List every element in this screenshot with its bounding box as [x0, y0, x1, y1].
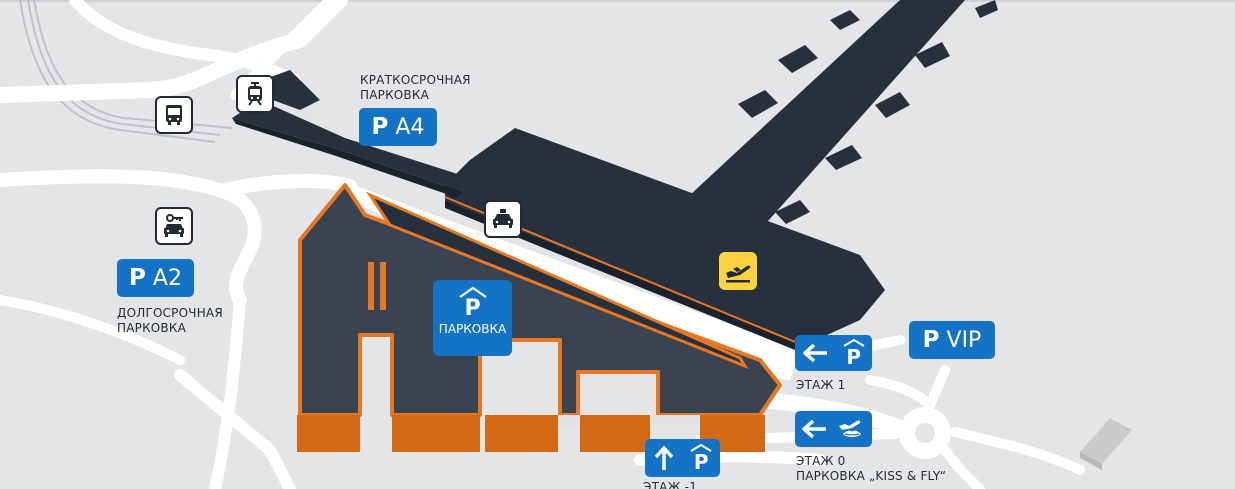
- parking-roof-icon: [458, 286, 487, 298]
- parking-vip-code: VIP: [946, 327, 982, 353]
- floor-1-label: ЭТАЖ 1: [796, 378, 846, 392]
- floor-1-parking-direction[interactable]: P: [795, 335, 872, 371]
- car-rental-marker[interactable]: [155, 207, 193, 245]
- bus-icon: [166, 105, 182, 125]
- long-term-label-1: ДОЛГОСРОЧНАЯ: [117, 306, 223, 320]
- parking-p-glyph: P: [371, 113, 389, 140]
- kiss-fly-label: ПАРКОВКА „KISS & FLY“: [796, 469, 947, 483]
- kiss-fly-icon: [839, 420, 862, 437]
- parking-roof-badge: P: [689, 444, 713, 472]
- taxi-icon: [493, 209, 513, 228]
- floor-minus1-label: ЭТАЖ -1: [643, 480, 698, 489]
- taxi-stand-marker[interactable]: [484, 200, 522, 238]
- parking-p-glyph: P: [922, 326, 940, 353]
- parking-a4-sign[interactable]: P A4: [359, 108, 437, 146]
- car-rental-icon: [164, 214, 184, 237]
- parking-p-glyph: P: [129, 264, 146, 291]
- parking-p-glyph: P: [846, 345, 862, 369]
- parking-garage-label: ПАРКОВКА: [438, 322, 507, 336]
- parking-a2-sign[interactable]: P A2: [117, 259, 194, 297]
- parking-p-glyph: P: [693, 450, 709, 474]
- departures-icon: [726, 265, 751, 283]
- parking-roof-icon: [690, 444, 712, 452]
- parking-garage-sign[interactable]: P ПАРКОВКА: [433, 280, 512, 356]
- short-term-label-1: КРАТКОСРОЧНАЯ: [360, 73, 471, 87]
- parking-p-glyph: P: [464, 296, 481, 321]
- parking-roof-icon: [843, 339, 865, 347]
- tram-stop-marker[interactable]: [236, 75, 274, 113]
- parking-a4-code: A4: [395, 114, 425, 140]
- tram-icon: [248, 82, 262, 106]
- floor-minus1-parking-direction[interactable]: P: [645, 439, 720, 477]
- arrow-up-icon: [654, 446, 674, 470]
- parking-roof-badge: P: [842, 339, 866, 367]
- bus-stop-marker[interactable]: [155, 96, 193, 134]
- departures-marker[interactable]: [719, 252, 757, 290]
- floor-0-kiss-fly-direction[interactable]: [795, 411, 872, 447]
- parking-a2-code: A2: [152, 265, 182, 291]
- short-term-label-2: ПАРКОВКА: [360, 88, 429, 102]
- arrow-left-icon: [803, 343, 828, 363]
- parking-vip-sign[interactable]: P VIP: [909, 321, 995, 359]
- arrow-left-icon: [802, 419, 826, 439]
- long-term-label-2: ПАРКОВКА: [117, 321, 186, 335]
- floor-0-label: ЭТАЖ 0: [796, 454, 846, 468]
